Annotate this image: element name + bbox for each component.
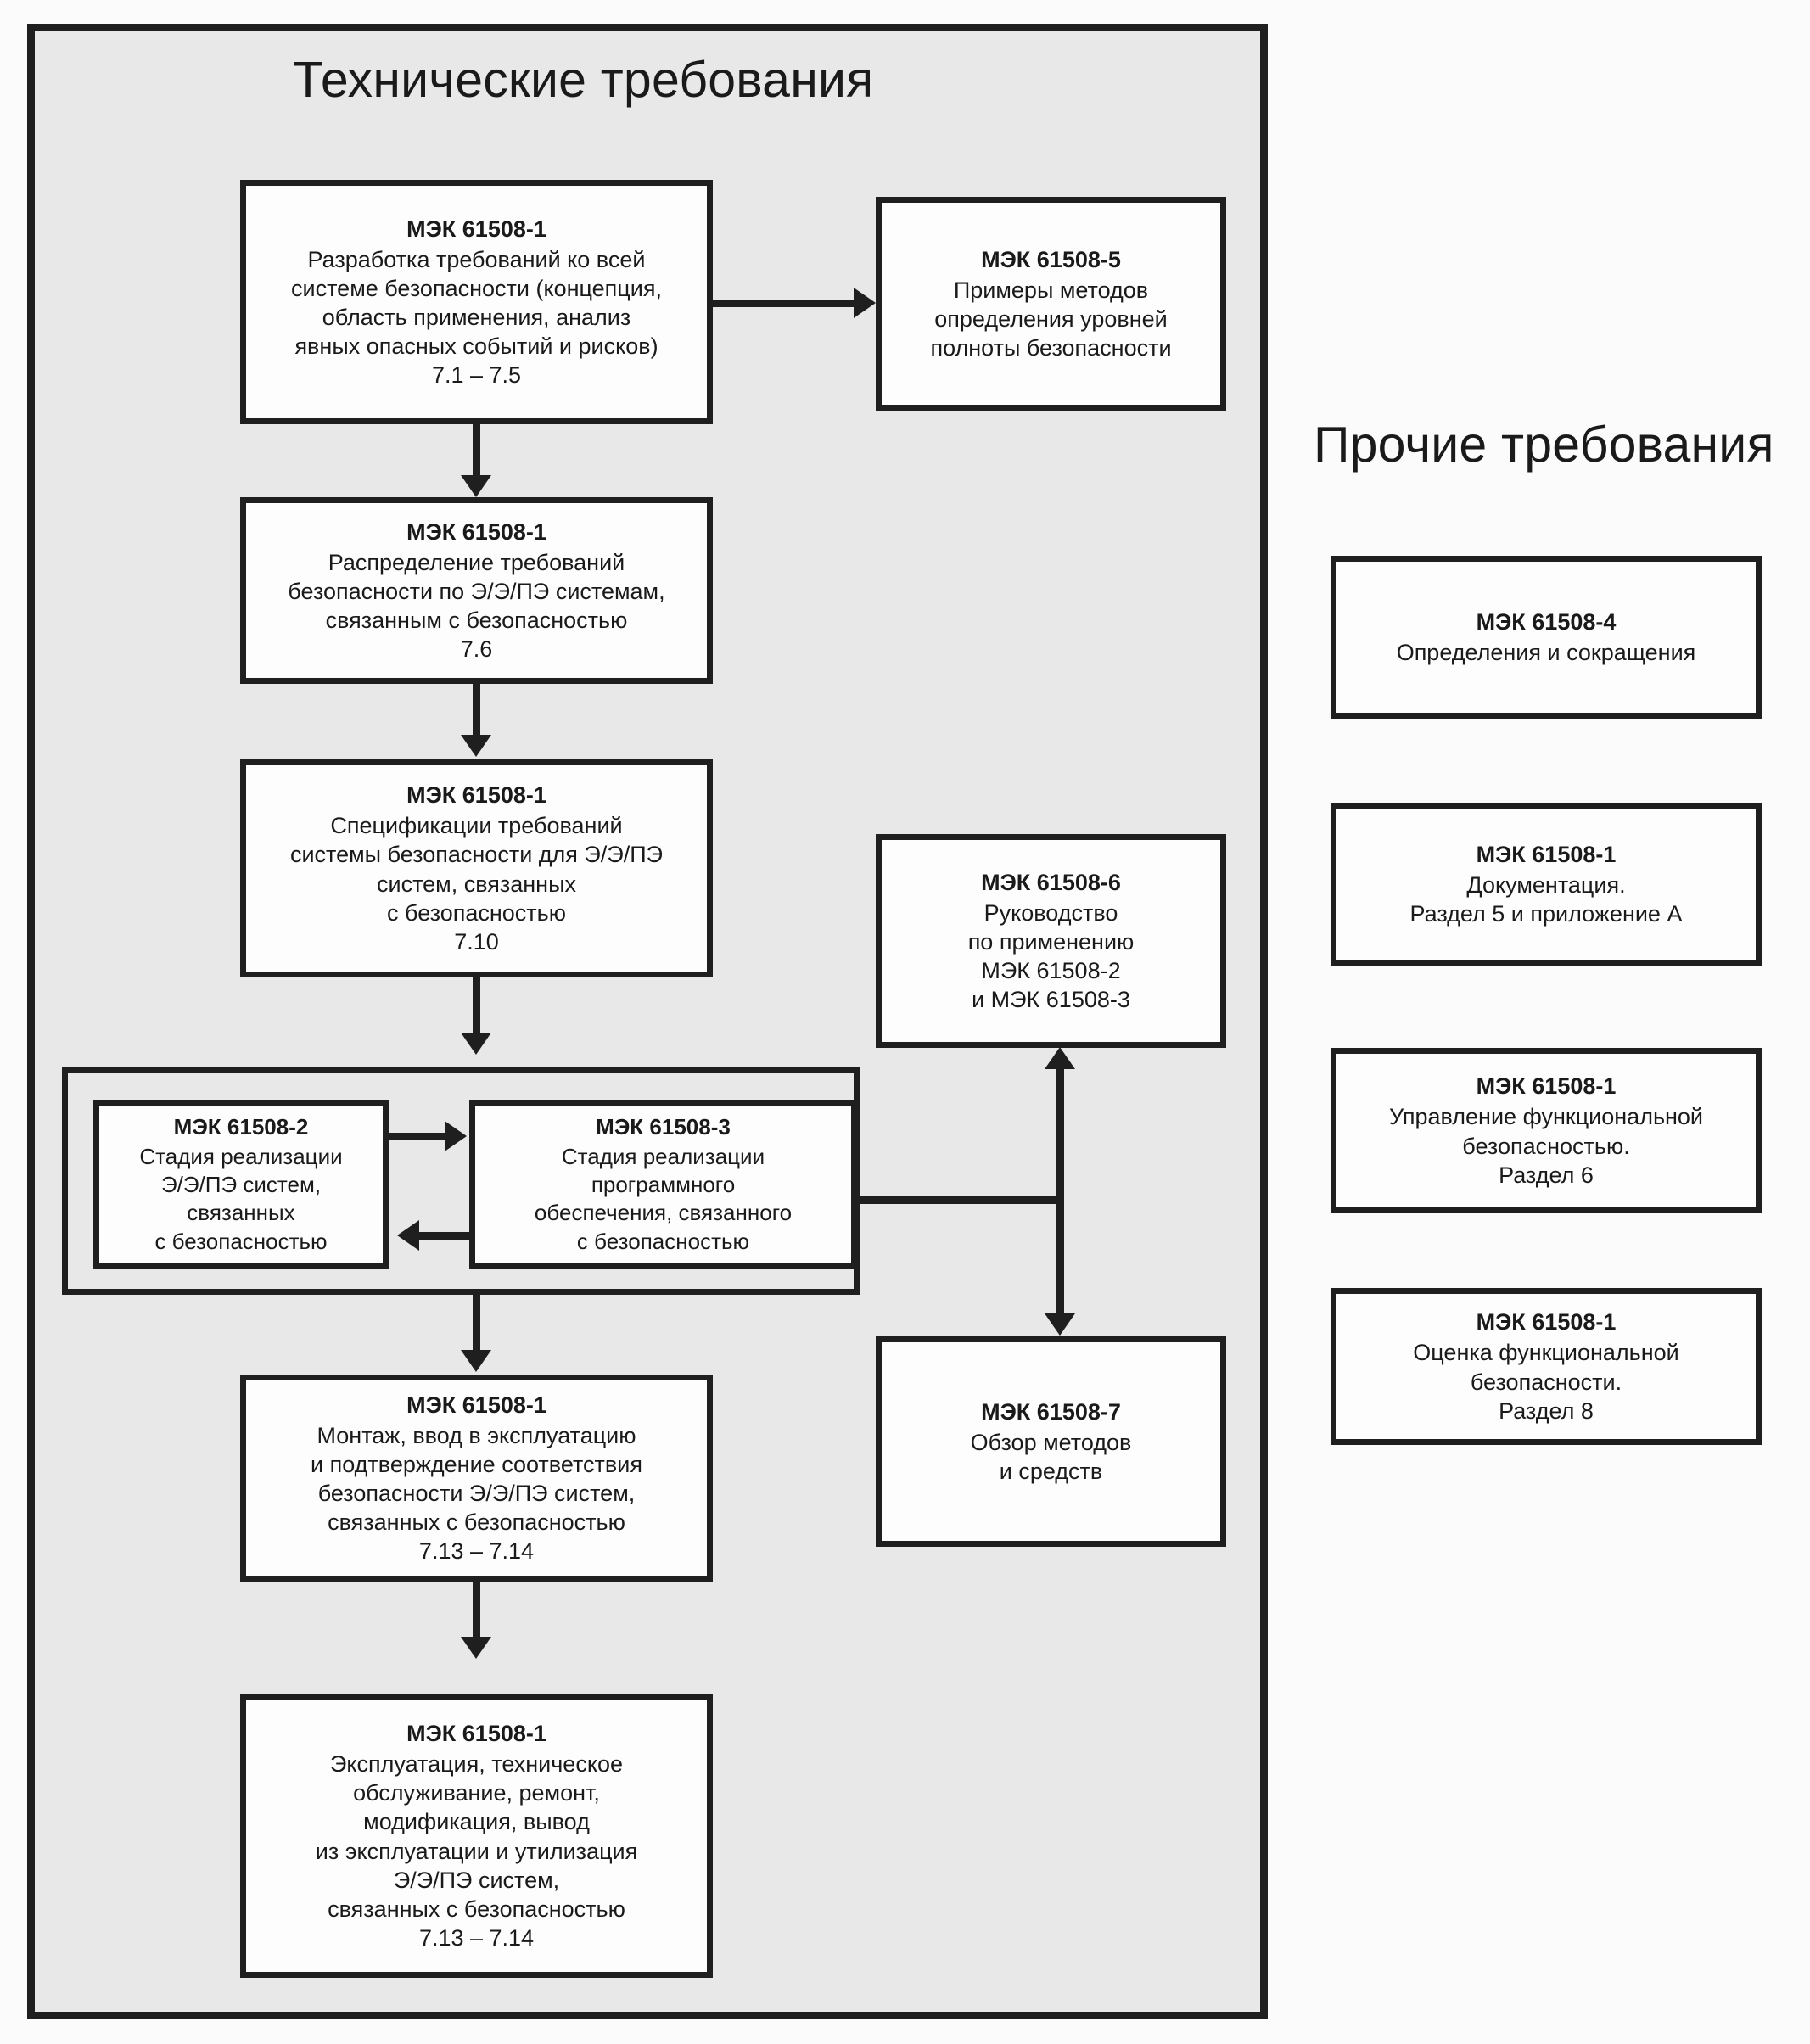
section-title-other: Прочие требования: [1314, 417, 1774, 473]
node-code: МЭК 61508-3: [596, 1114, 731, 1140]
arrowhead-down-to-installation: [461, 1350, 491, 1372]
node-assessment[interactable]: МЭК 61508-1 Оценка функциональной безопа…: [1331, 1288, 1762, 1445]
connector-specification-to-realization: [473, 977, 480, 1035]
node-guidance[interactable]: МЭК 61508-6 Руководство по применению МЭ…: [876, 834, 1226, 1048]
node-code: МЭК 61508-1: [406, 518, 546, 545]
node-management[interactable]: МЭК 61508-1 Управление функциональной бе…: [1331, 1048, 1762, 1213]
node-description: Определения и сокращения: [1396, 640, 1696, 665]
node-code: МЭК 61508-1: [406, 1721, 546, 1747]
node-code: МЭК 61508-5: [981, 246, 1121, 272]
node-operation[interactable]: МЭК 61508-1 Эксплуатация, техническое об…: [240, 1694, 713, 1978]
node-description: Примеры методов определения уровней полн…: [930, 277, 1172, 361]
node-specification[interactable]: МЭК 61508-1 Спецификации требований сист…: [240, 759, 713, 977]
arrowhead-left-to-hardware: [397, 1220, 419, 1251]
connector-guidance-overview-shaft: [1056, 1065, 1064, 1324]
node-installation[interactable]: МЭК 61508-1 Монтаж, ввод в эксплуатацию …: [240, 1375, 713, 1582]
arrowhead-right-to-examples: [854, 288, 876, 318]
arrowhead-down-to-specification: [461, 735, 491, 757]
node-code: МЭК 61508-1: [406, 782, 546, 809]
connector-allocation-to-specification: [473, 684, 480, 737]
connector-software-to-guidance-branch: [855, 1196, 1062, 1204]
arrowhead-right-to-software: [445, 1121, 467, 1151]
node-description: Документация. Раздел 5 и приложение А: [1409, 871, 1683, 927]
node-documentation[interactable]: МЭК 61508-1 Документация. Раздел 5 и при…: [1331, 803, 1762, 966]
node-code: МЭК 61508-7: [981, 1398, 1121, 1425]
node-description: Эксплуатация, техническое обслуживание, …: [315, 1751, 638, 1951]
node-code: МЭК 61508-4: [1476, 608, 1617, 635]
node-description: Стадия реализации программного обеспечен…: [534, 1143, 793, 1254]
node-description: Распределение требований безопасности по…: [288, 549, 665, 663]
node-code: МЭК 61508-1: [1476, 1309, 1617, 1336]
section-title-technical: Технические требования: [293, 52, 874, 108]
connector-software-to-hardware: [419, 1232, 472, 1240]
node-code: МЭК 61508-1: [406, 216, 546, 242]
node-description: Стадия реализации Э/Э/ПЭ систем, связанн…: [139, 1143, 343, 1254]
arrowhead-down-to-allocation: [461, 475, 491, 497]
node-definitions[interactable]: МЭК 61508-4 Определения и сокращения: [1331, 556, 1762, 719]
node-description: Руководство по применению МЭК 61508-2 и …: [967, 899, 1135, 1013]
node-description: Монтаж, ввод в эксплуатацию и подтвержде…: [311, 1422, 642, 1565]
node-code: МЭК 61508-2: [173, 1114, 309, 1140]
node-examples-methods[interactable]: МЭК 61508-5 Примеры методов определения …: [876, 197, 1226, 411]
node-code: МЭК 61508-1: [1476, 841, 1617, 867]
arrowhead-down-to-operation: [461, 1637, 491, 1659]
arrowhead-up-to-guidance: [1045, 1047, 1075, 1069]
node-overview-methods[interactable]: МЭК 61508-7 Обзор методов и средств: [876, 1336, 1226, 1547]
connector-realization-to-installation: [473, 1295, 480, 1352]
node-code: МЭК 61508-1: [1476, 1073, 1617, 1100]
arrowhead-down-to-overview: [1045, 1313, 1075, 1336]
node-description: Разработка требований ко всей системе бе…: [291, 246, 662, 389]
connector-installation-to-operation: [473, 1582, 480, 1639]
node-description: Оценка функциональной безопасности. Разд…: [1413, 1340, 1679, 1424]
node-description: Спецификации требований системы безопасн…: [289, 813, 664, 955]
node-allocation[interactable]: МЭК 61508-1 Распределение требований без…: [240, 497, 713, 684]
connector-overall-to-examples: [713, 300, 855, 307]
connector-hardware-to-software: [389, 1133, 446, 1140]
arrowhead-down-to-realization: [461, 1033, 491, 1055]
node-description: Управление функциональной безопасностью.…: [1388, 1104, 1704, 1188]
node-overall-requirements[interactable]: МЭК 61508-1 Разработка требований ко все…: [240, 180, 713, 424]
node-realization-software[interactable]: МЭК 61508-3 Стадия реализации программно…: [469, 1100, 857, 1269]
node-description: Обзор методов и средств: [970, 1429, 1132, 1484]
node-realization-hardware[interactable]: МЭК 61508-2 Стадия реализации Э/Э/ПЭ сис…: [93, 1100, 389, 1269]
connector-overall-to-allocation: [473, 424, 480, 478]
node-code: МЭК 61508-6: [981, 869, 1121, 895]
node-code: МЭК 61508-1: [406, 1392, 546, 1418]
